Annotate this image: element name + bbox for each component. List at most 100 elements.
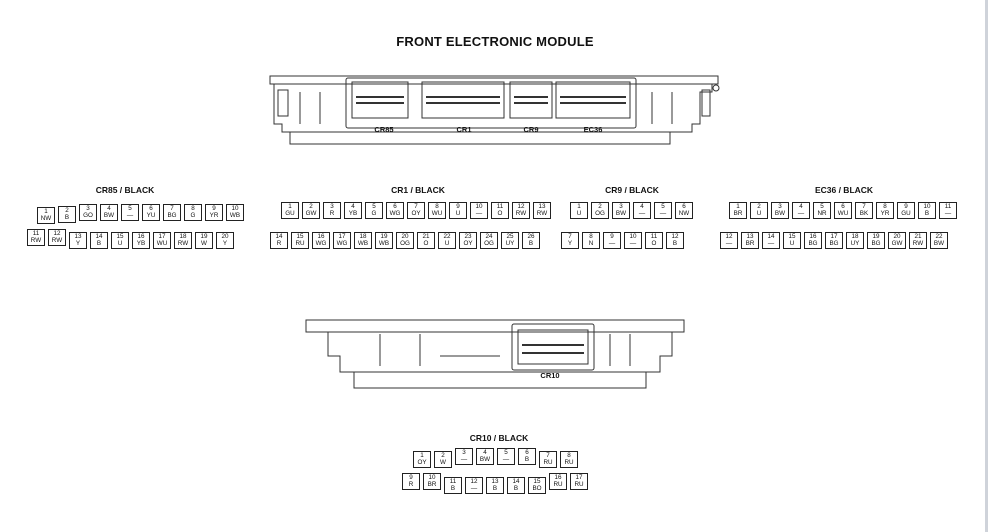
pin-wire-color: B — [924, 210, 930, 218]
pin-number: 16 — [809, 233, 817, 240]
pin-wire-color: WG — [315, 240, 327, 248]
pin-number: 15 — [116, 233, 124, 240]
pin-wire-color: BR — [733, 210, 743, 218]
pin-wire-color: RU — [553, 481, 563, 489]
pin-wire-color: WU — [156, 240, 168, 248]
pin-number: 11 — [650, 233, 658, 240]
pin-wire-color: — — [126, 212, 134, 220]
pin-number: 12 — [53, 230, 61, 237]
pin-wire-color: WB — [378, 240, 390, 248]
pin-wire-color: RW — [177, 240, 189, 248]
pin-wire-color: R — [408, 481, 414, 489]
pin-wire-color: N — [588, 240, 594, 248]
pin-wire-color: YB — [348, 210, 358, 218]
pin-wire-color: B — [64, 214, 70, 222]
connector-title-cr1: CR1 / BLACK — [391, 185, 445, 195]
pin-number: 18 — [179, 233, 187, 240]
pin-wire-color: U — [455, 210, 461, 218]
pin-number: 6 — [149, 205, 153, 212]
pin-number: 4 — [107, 205, 111, 212]
pin-wire-color: O — [497, 210, 503, 218]
pin-number: 20 — [893, 233, 901, 240]
pin-number: 8 — [567, 452, 571, 459]
pin-number: 10 — [475, 203, 483, 210]
pin-number: 2 — [598, 203, 602, 210]
pin-number: 13 — [491, 478, 499, 485]
pin-number: 7 — [414, 203, 418, 210]
pin-number: 17 — [158, 233, 166, 240]
pin-wire-color: GW — [305, 210, 317, 218]
pin-number: 17 — [830, 233, 838, 240]
pin-number: 4 — [799, 203, 803, 210]
pin-number: 4 — [483, 449, 487, 456]
pin-number: 24 — [485, 233, 493, 240]
pin-wire-color: BW — [933, 240, 945, 248]
pin-wire-color: BG — [829, 240, 839, 248]
pin-wire-color: BW — [615, 210, 627, 218]
pin-number: 12 — [470, 478, 478, 485]
pin-wire-color: R — [276, 240, 282, 248]
pin-wire-color: OY — [417, 459, 427, 467]
connector-title-cr85: CR85 / BLACK — [95, 185, 155, 195]
pin-number: 20 — [221, 233, 229, 240]
pin-wire-color: R — [329, 210, 335, 218]
pin-number: 10 — [231, 205, 239, 212]
pin-number: 15 — [533, 478, 541, 485]
pin-wire-color: RU — [543, 459, 553, 467]
pin-ec36-11: 11— — [939, 202, 957, 219]
pin-wire-color: WU — [431, 210, 443, 218]
pin-wire-color: RW — [30, 237, 42, 245]
pin-number: 2 — [309, 203, 313, 210]
pin-wire-color: — — [944, 210, 952, 218]
pin-number: 8 — [589, 233, 593, 240]
pin-wire-color: GU — [901, 210, 911, 218]
pin-wire-color: RU — [564, 459, 574, 467]
pin-wire-color: B — [672, 240, 678, 248]
pin-wire-color: O — [423, 240, 429, 248]
pin-wire-color: B — [524, 456, 530, 464]
pin-wire-color: — — [725, 240, 733, 248]
pin-number: 1 — [577, 203, 581, 210]
diagram-title: FRONT ELECTRONIC MODULE — [396, 34, 594, 49]
pin-wire-color: BO — [532, 485, 542, 493]
pin-number: 17 — [575, 474, 583, 481]
pin-wire-color: W — [201, 240, 207, 248]
pin-wire-color: U — [117, 240, 123, 248]
module-bottom-drawing: CR10 — [305, 319, 685, 389]
pin-wire-color: NW — [40, 215, 52, 223]
pin-ec36-14: 14— — [762, 232, 780, 249]
pin-wire-color: Y — [222, 240, 228, 248]
pin-number: 7 — [862, 203, 866, 210]
pin-number: 22 — [443, 233, 451, 240]
pin-wire-color: G — [190, 212, 196, 220]
pin-number: 18 — [359, 233, 367, 240]
pin-number: 15 — [296, 233, 304, 240]
pin-wire-color: OG — [595, 210, 605, 218]
module-label-cr85: CR85 — [374, 125, 393, 134]
pin-number: 3 — [778, 203, 782, 210]
